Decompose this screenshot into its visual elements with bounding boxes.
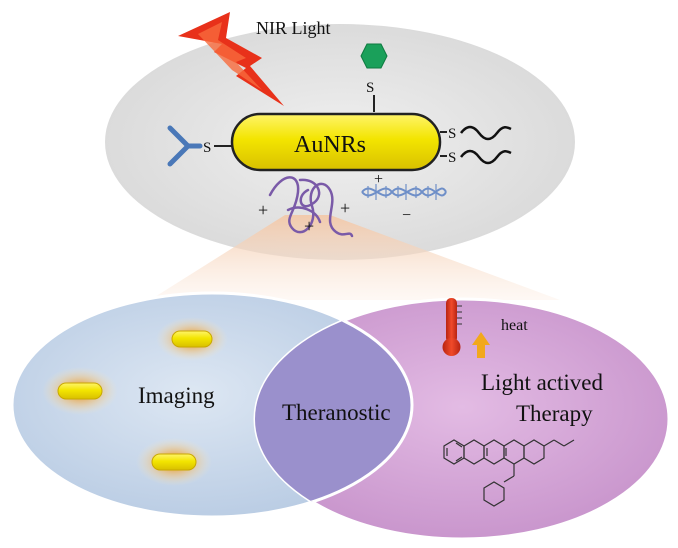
heat-label: heat [501,317,528,334]
theranostic-overlap [255,299,412,517]
venn-diagram [10,291,671,541]
hexagon-ligand-icon: S [360,43,388,112]
therapy-label-line2: Therapy [516,401,593,426]
sulfur-top: S [366,80,374,96]
lightning-bolt-highlight [198,22,262,90]
thermometer-icon [442,298,462,356]
drug-molecule-icon [443,439,575,507]
theranostic-label: Theranostic [282,400,391,425]
charge-plus: + [340,198,350,218]
thiol-tails: S S [440,125,512,166]
gold-nanorod [230,112,442,172]
sulfur-right-1: S [448,126,456,142]
antibody-icon [167,125,203,167]
projection-cone [150,215,560,300]
polymer-coil-icon [268,176,354,238]
sulfur-left: S [203,140,211,156]
dna-charge-minus: − [402,207,411,224]
nir-light-label: NIR Light [256,18,331,38]
therapy-label-line1: Light actived [481,370,603,395]
glowing-rod [156,317,228,361]
imaging-ellipse-outline [255,299,414,519]
charge-plus: + [258,200,268,220]
imaging-rods [42,317,228,486]
heat-arrow-icon [472,332,490,358]
dna-charge-plus: + [374,171,383,188]
aunrs-label: AuNRs [294,132,366,158]
imaging-label: Imaging [138,383,215,408]
sulfur-right-2: S [448,150,456,166]
dna-helix-icon [361,184,447,200]
glowing-rod [136,438,212,486]
charge-plus: + [304,216,314,236]
glowing-rod [42,367,118,415]
